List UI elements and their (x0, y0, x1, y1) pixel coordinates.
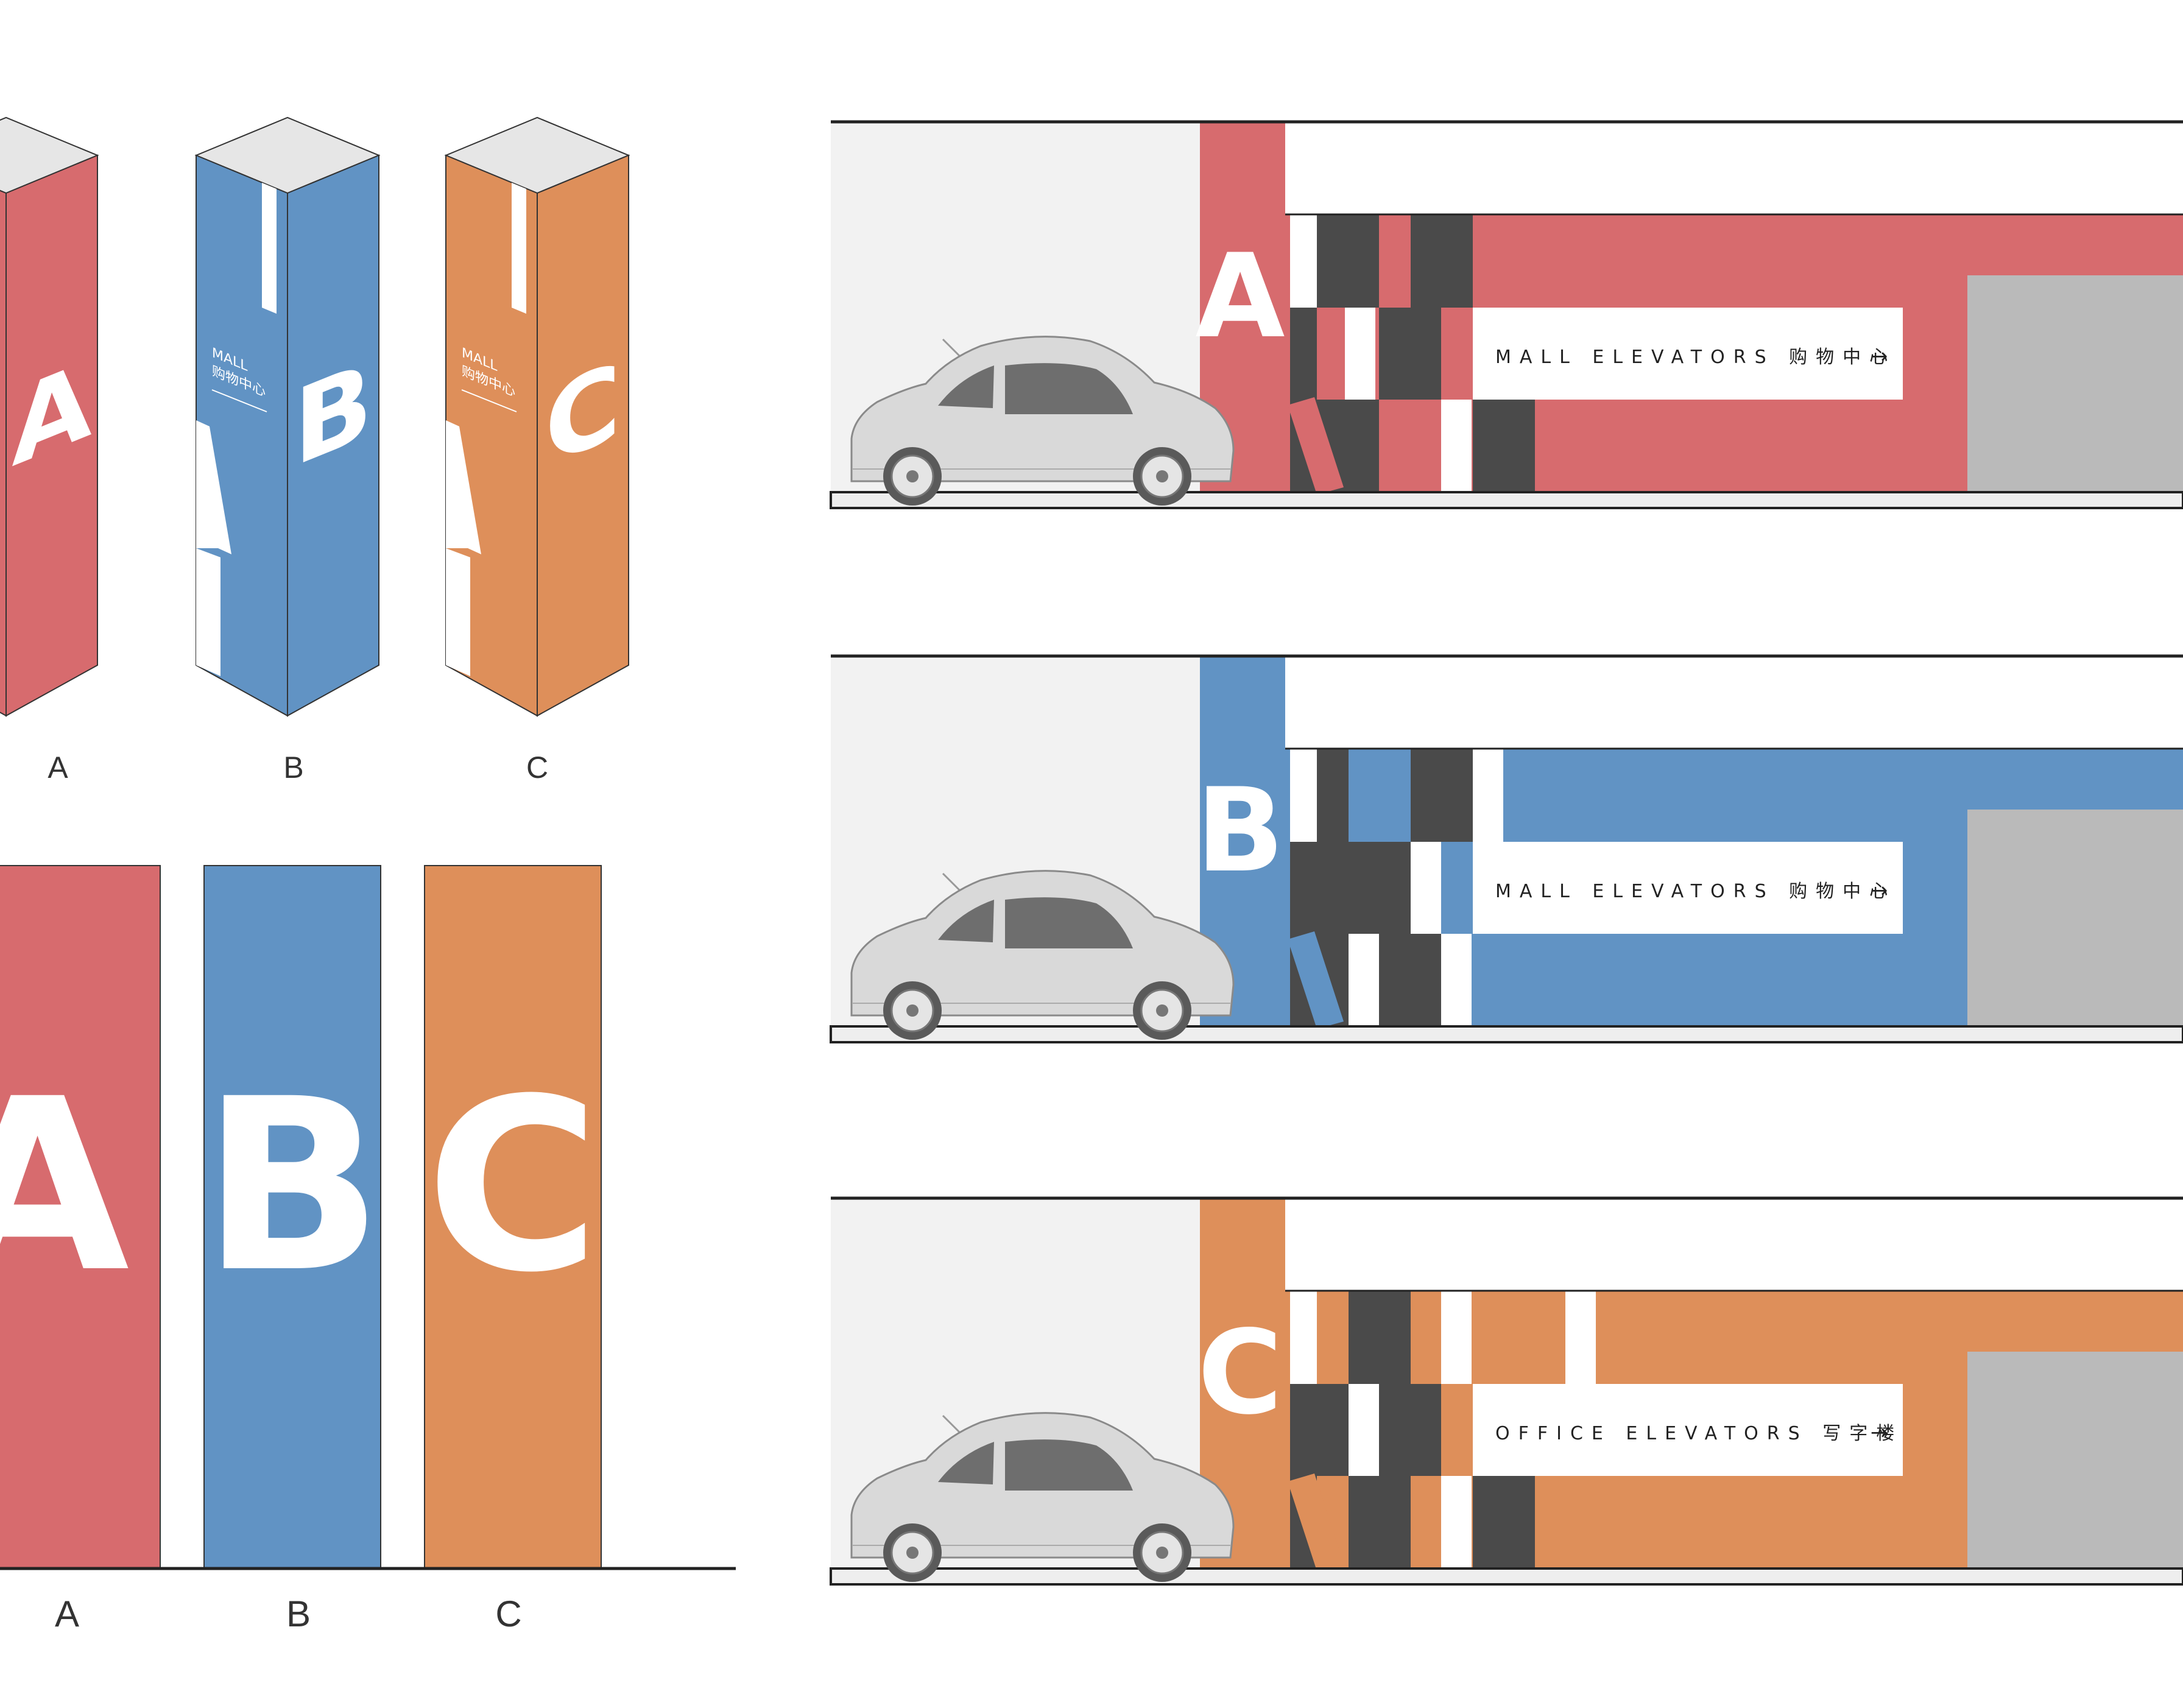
panel-b: BB (202, 865, 383, 1634)
wall-pattern-block (1473, 1476, 1535, 1569)
wall-pattern-block (1379, 1384, 1441, 1476)
pillar-left-face (0, 189, 7, 717)
pillar-stripe (446, 420, 481, 554)
pillar-caption: C (526, 750, 548, 785)
panel-body (0, 865, 161, 1569)
wall-gray-door (1967, 810, 2183, 1026)
wall-pattern-block (1411, 842, 1441, 934)
wall-pattern-block (1473, 1291, 1535, 1384)
panel-caption: C (495, 1593, 521, 1634)
pillar-right-face (5, 154, 98, 717)
panel-caption: A (55, 1593, 79, 1634)
elevator-sign-arrow: → (1871, 1420, 1888, 1445)
wall-pattern-block (1411, 749, 1473, 842)
elevator-sign-text: MALL ELEVATORS 购物中心 (1495, 881, 1896, 902)
floor-curb (830, 491, 2183, 509)
pillar-a: AA (0, 116, 99, 785)
elevator-sign (1473, 308, 1903, 400)
elevator-sign-arrow: → (1871, 878, 1888, 903)
wall-pattern-block (1473, 400, 1535, 492)
elevator-sign-text: OFFICE ELEVATORS 写字楼 (1495, 1423, 1903, 1444)
wall-pattern-block (1411, 214, 1473, 308)
elevator-sign (1473, 842, 1903, 934)
wall-gray-door (1967, 1352, 2183, 1569)
wall-pattern-block (1441, 400, 1472, 492)
pillar-stripe (446, 548, 470, 676)
wall-pattern-block (1290, 1384, 1352, 1476)
wall-pattern-block (1290, 1291, 1321, 1384)
pillar-caption: B (283, 750, 303, 785)
wall-elevation-c: OFFICE ELEVATORS 写字楼→ C (830, 1196, 2183, 1586)
panel-body (424, 865, 602, 1569)
wall-pattern-block (1565, 1291, 1596, 1384)
wall-letter: C (1197, 1305, 1282, 1440)
panel-letter: B (202, 1048, 383, 1324)
elevator-sign-arrow: → (1871, 344, 1888, 369)
elevator-sign (1473, 1384, 1903, 1476)
wall-pattern-block (1317, 214, 1379, 308)
wall-pattern-block (1441, 934, 1472, 1026)
wall-pattern-block (1473, 749, 1503, 842)
wall-tilted-block (1288, 397, 1344, 495)
wall-pattern-block (1349, 842, 1411, 934)
pillar-right-face (537, 154, 629, 717)
wall-letter: B (1196, 763, 1285, 898)
pillar-stripe (512, 183, 526, 314)
wall-pattern-block (1290, 214, 1321, 308)
pillar-stripe (196, 548, 220, 676)
floor-curb (830, 1567, 2183, 1586)
wall-pattern-block (1379, 400, 1441, 492)
wall-letter: A (1195, 229, 1285, 364)
panel-caption: B (286, 1593, 311, 1634)
wall-tilted-block (1288, 931, 1344, 1029)
wall-pattern-block (1345, 308, 1375, 400)
wall-pattern-block (1290, 749, 1321, 842)
pillar-arrow (211, 389, 267, 412)
wall-pattern-block (1379, 308, 1441, 400)
pillar-caption: A (48, 750, 68, 785)
panel-a: AA (0, 865, 161, 1634)
wall-pattern-block (1349, 1384, 1379, 1476)
pillar-stripe (196, 420, 231, 554)
wall-pattern-block (1441, 1476, 1472, 1569)
wall-pattern-block (1441, 1291, 1472, 1384)
wall-gray-door (1967, 275, 2183, 492)
panel-c: CC (424, 865, 602, 1634)
wall-pattern-block (1379, 934, 1441, 1026)
pillar-stripe (262, 183, 277, 314)
panel-letter: A (0, 1048, 131, 1324)
panel-body (203, 865, 381, 1569)
wall-elevation-b: MALL ELEVATORS 购物中心→ B (830, 654, 2183, 1043)
pillar-arrow (461, 389, 517, 412)
wall-pattern-block (1290, 842, 1352, 934)
pillar-right-face (287, 154, 379, 717)
wall-tilted-block (1288, 1473, 1344, 1571)
wall-elevation-a: MALL ELEVATORS 购物中心→ A (830, 120, 2183, 509)
floor-curb (830, 1025, 2183, 1043)
elevator-sign-text: MALL ELEVATORS 购物中心 (1495, 347, 1896, 368)
wall-pattern-block (1349, 1291, 1411, 1384)
wall-pattern-block (1349, 1476, 1411, 1569)
panel-letter: C (426, 1048, 600, 1324)
wall-pattern-block (1349, 934, 1379, 1026)
wall-pattern-block (1349, 749, 1411, 842)
